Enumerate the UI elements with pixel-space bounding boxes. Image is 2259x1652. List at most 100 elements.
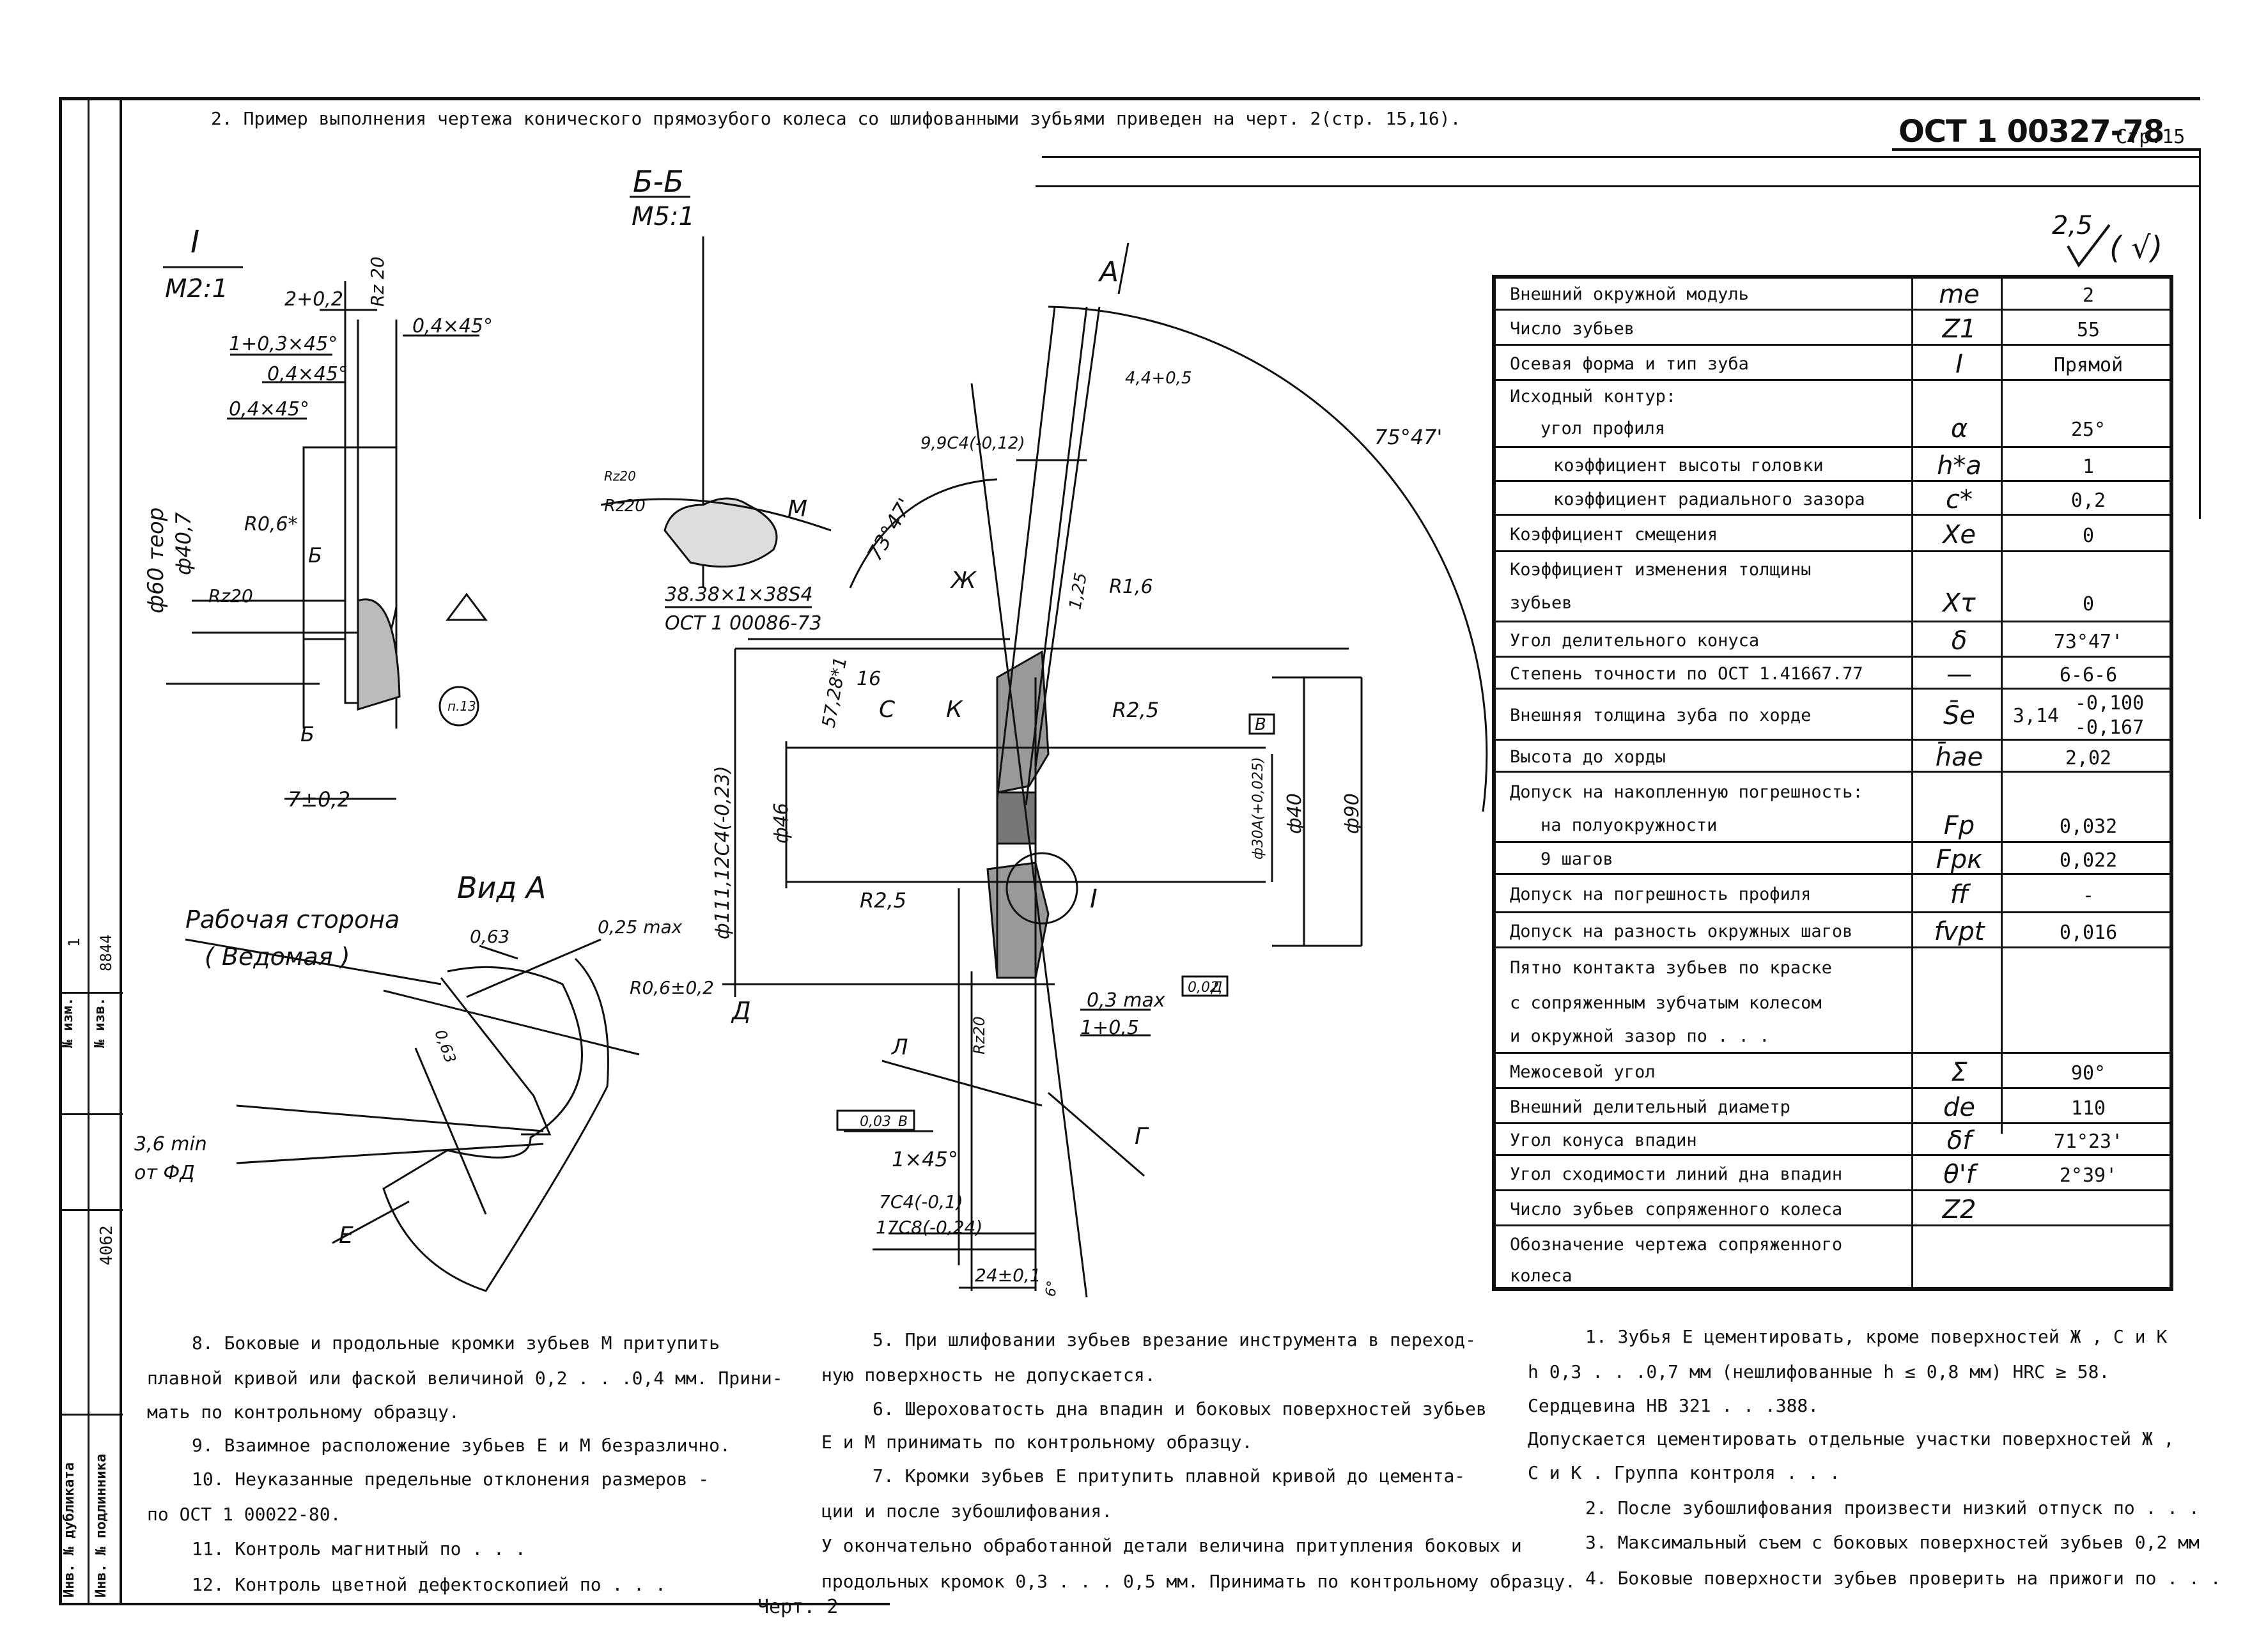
dim-2: 1+0,3×45° [229, 333, 338, 355]
note-line: по ОСТ 1 00022-80. [147, 1504, 341, 1525]
dim-12: 7±0,2 [288, 787, 350, 812]
param-name: Допуск на погрешность профиля [1510, 884, 1812, 904]
param-name: Число зубьев сопряженного колеса [1510, 1199, 1843, 1219]
param-name: Допуск на накопленную погрешность: [1510, 782, 1863, 802]
param-value: Прямой [2053, 353, 2123, 376]
dim-47: В [898, 1114, 908, 1130]
frame-left-border [59, 97, 62, 1605]
dim-9: Б [308, 543, 322, 567]
param-value: 1 [2082, 455, 2095, 478]
param-symbol: Σ [1951, 1057, 1968, 1087]
param-symbol: δ [1951, 626, 1968, 656]
param-name: Коэффициент изменения толщины [1510, 559, 1812, 580]
param-value: 0 [2082, 592, 2095, 615]
dim-50: 17C8(-0,24) [876, 1217, 982, 1238]
dim-54: 0,63 [470, 926, 509, 947]
note-line: плавной кривой или фаской величиной 0,2 … [147, 1368, 783, 1389]
dim-32: ф46 [770, 803, 793, 844]
param-value: 0,2 [2070, 489, 2106, 512]
note-line: 2. После зубошлифования произвести низки… [1585, 1497, 2200, 1518]
note-line: 4. Боковые поверхности зубьев проверить … [1585, 1568, 2221, 1589]
dim-57: 0,63 [431, 1027, 460, 1065]
gear-drawing: I M2:1 Б-Б M5:1 А Вид А Рабочая сторона … [134, 164, 1488, 1298]
thickness-tolerance-lower: -0,167 [2074, 716, 2145, 739]
dim-25: R1,6 [1109, 576, 1153, 598]
dim-11: Б [300, 722, 314, 746]
param-symbol: h̄ае [1935, 743, 1983, 772]
param-name: Угол конуса впадин [1510, 1131, 1697, 1150]
param-row: Степень точности по ОСТ 1.41667.77—6-6-6 [1496, 656, 2170, 689]
param-symbol: Fpк [1936, 845, 1983, 874]
stamp-inv-dubl-label: Инв. № дубликата [61, 1462, 77, 1598]
param-symbol: θ'f [1943, 1159, 1975, 1189]
dim-7: ф40,7 [171, 512, 196, 575]
param-row: Межосевой угол Σ 90° [1496, 1052, 2170, 1087]
dim-20: 4,4+0,5 [1125, 369, 1192, 388]
param-name: Коэффициент смещения [1510, 524, 1718, 544]
dim-16: M [788, 496, 807, 522]
param-row: Пятно контакта зубьев по краске [1496, 946, 2170, 985]
dim-28: С [879, 697, 896, 723]
dim-44: Л [890, 1035, 908, 1060]
dim-18: ОСТ 1 00086-73 [665, 612, 821, 635]
note-line: 1. Зубья Е цементировать, кроме поверхно… [1585, 1326, 2168, 1347]
param-name: Высота до хорды [1510, 747, 1666, 767]
param-symbol: — [1946, 660, 1972, 689]
dim-39: Д [731, 997, 751, 1025]
dim-3: 0,4×45° [412, 315, 493, 337]
dim-26: 57,28*1 [818, 655, 851, 729]
param-symbol: mе [1939, 279, 1980, 309]
param-row: с сопряженным зубчатым колесом [1496, 985, 2170, 1020]
stamp-inv-podl-label: Инв. № подлинника [93, 1453, 109, 1598]
dim-4: 0,4×45° [267, 363, 348, 385]
roughness-check-icon [2067, 224, 2111, 268]
dim-43: Д [1211, 980, 1222, 996]
dim-33: ф30А(+0,025) [1250, 757, 1266, 860]
note-line: 8. Боковые и продольные кромки зубьев М … [192, 1332, 720, 1354]
param-name: Допуск на разность окружных шагов [1510, 921, 1853, 941]
param-row: и окружной зазор по . . . [1496, 1020, 2170, 1052]
param-name: Угол сходимости линий дна впадин [1510, 1164, 1843, 1184]
note-line: Допускается цементировать отдельные учас… [1528, 1428, 2175, 1449]
param-name: Число зубьев [1510, 318, 1635, 339]
drawing-number: Черт. 2 [757, 1596, 839, 1618]
note-line: Е и М принимать по контрольному образцу. [821, 1432, 1253, 1453]
param-symbol: S̄е [1943, 701, 1975, 730]
label-detail-I: I [190, 224, 199, 260]
param-symbol: δf [1946, 1126, 1972, 1155]
param-value: 0,022 [2059, 849, 2118, 872]
label-section-BB-scale: M5:1 [632, 202, 695, 231]
label-arrow-A: А [1098, 256, 1119, 288]
param-value: 0 [2082, 524, 2095, 547]
dim-46: 0,03 [860, 1114, 891, 1130]
param-value: 2,02 [2065, 747, 2112, 769]
dim-36: ф111,12C4(-0,23) [711, 766, 734, 939]
dim-29: К [946, 697, 963, 723]
dim-55: 0,25 max [598, 916, 683, 938]
note-line: ную поверхность не допускается. [821, 1364, 1156, 1386]
dim-48: 1×45° [892, 1147, 958, 1171]
param-row: Исходный контур: [1496, 379, 2170, 410]
dim-10: Rz20 [208, 585, 253, 606]
dim-60: Е [339, 1223, 353, 1249]
note-line: Сердцевина НВ 321 . . .388. [1528, 1395, 1819, 1416]
param-name: Обозначение чертежа сопряженного [1510, 1234, 1843, 1254]
param-value: 0,032 [2059, 815, 2118, 838]
param-name: Межосевой угол [1510, 1061, 1656, 1082]
dim-17: 38.38×1×38S4 [665, 583, 813, 606]
dim-58: 3,6 min [134, 1133, 207, 1155]
param-value: 90° [2070, 1061, 2106, 1085]
param-symbol: fvpt [1934, 916, 1985, 946]
dim-30: R2,5 [1112, 698, 1159, 722]
